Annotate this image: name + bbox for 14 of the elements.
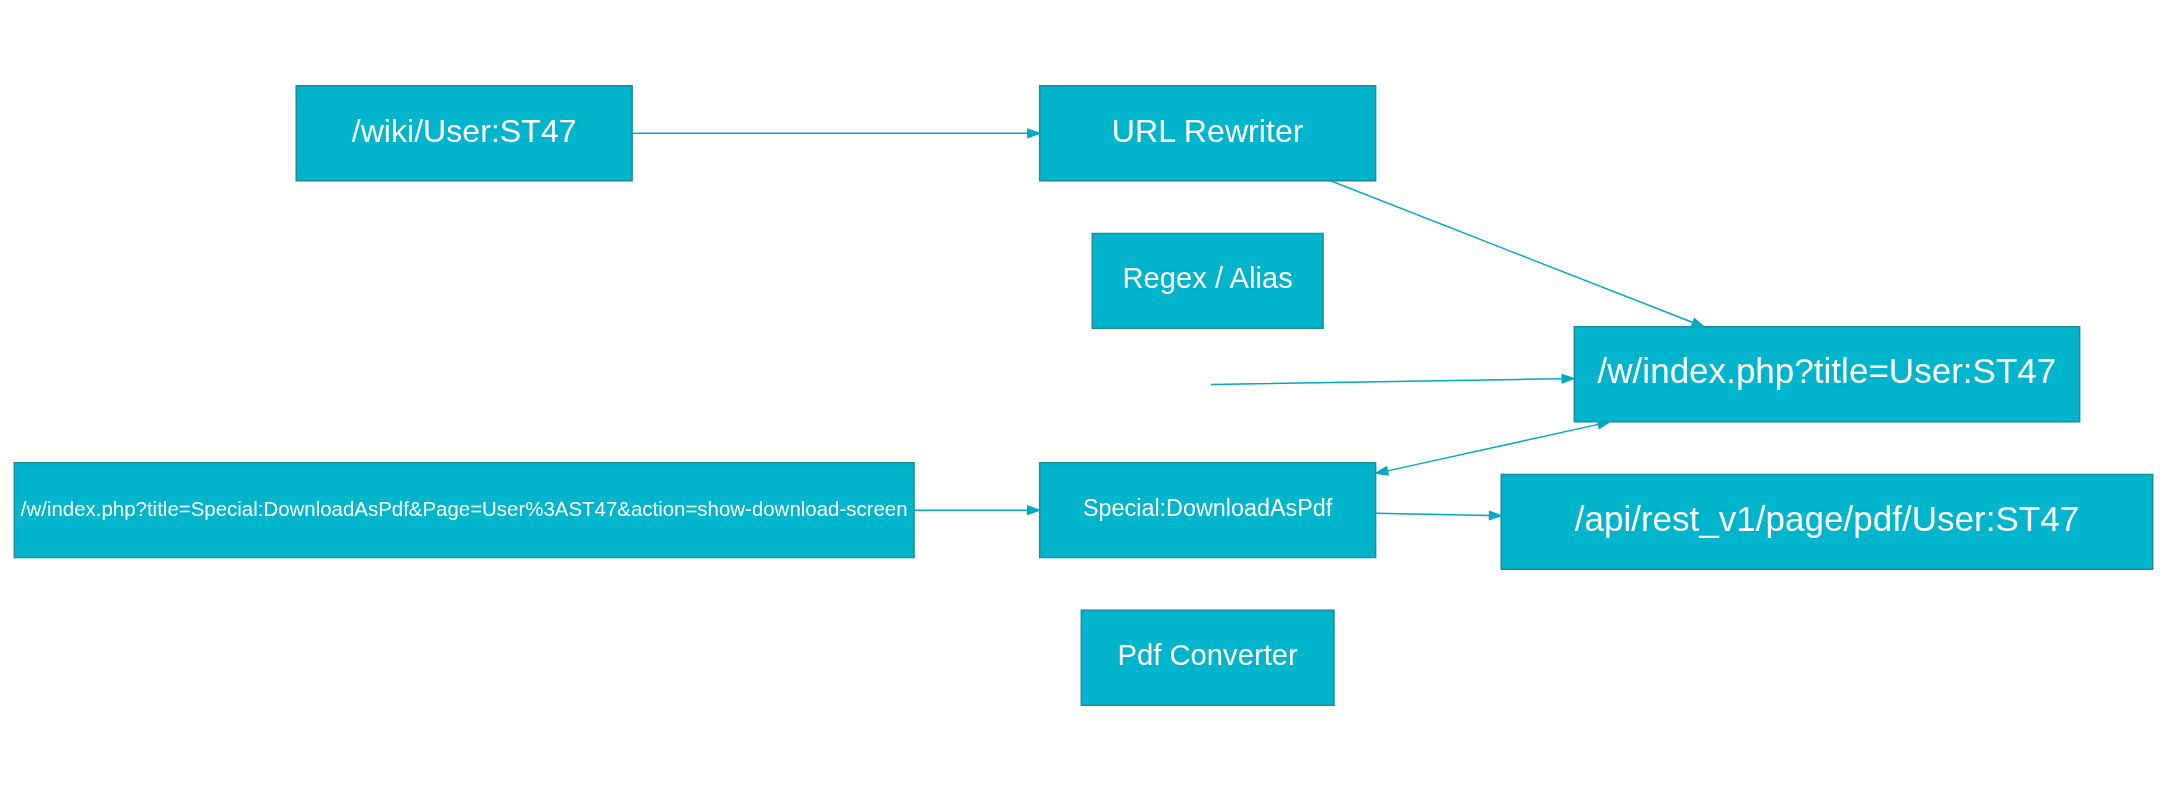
node-box: /wiki/User:ST47 xyxy=(295,84,633,181)
arrow xyxy=(631,127,1042,138)
node-box: /api/rest_v1/page/pdf/User:ST47 xyxy=(1500,473,2154,570)
arrow xyxy=(1329,179,1706,328)
arrow xyxy=(1373,419,1612,476)
node-box: URL Rewriter xyxy=(1038,84,1377,181)
node-box: Special:DownloadAsPdf xyxy=(1038,461,1377,558)
node-box: /w/index.php?title=User:ST47 xyxy=(1573,325,2081,423)
arrow xyxy=(1210,373,1577,385)
arrow xyxy=(1375,509,1504,521)
node-box: Regex / Alias xyxy=(1091,232,1324,329)
node-box: Pdf Converter xyxy=(1080,609,1335,706)
node-box: /w/index.php?title=Special:DownloadAsPdf&Page=User%3AST47&action=show-download-screen xyxy=(13,461,915,558)
arrow xyxy=(913,504,1042,515)
